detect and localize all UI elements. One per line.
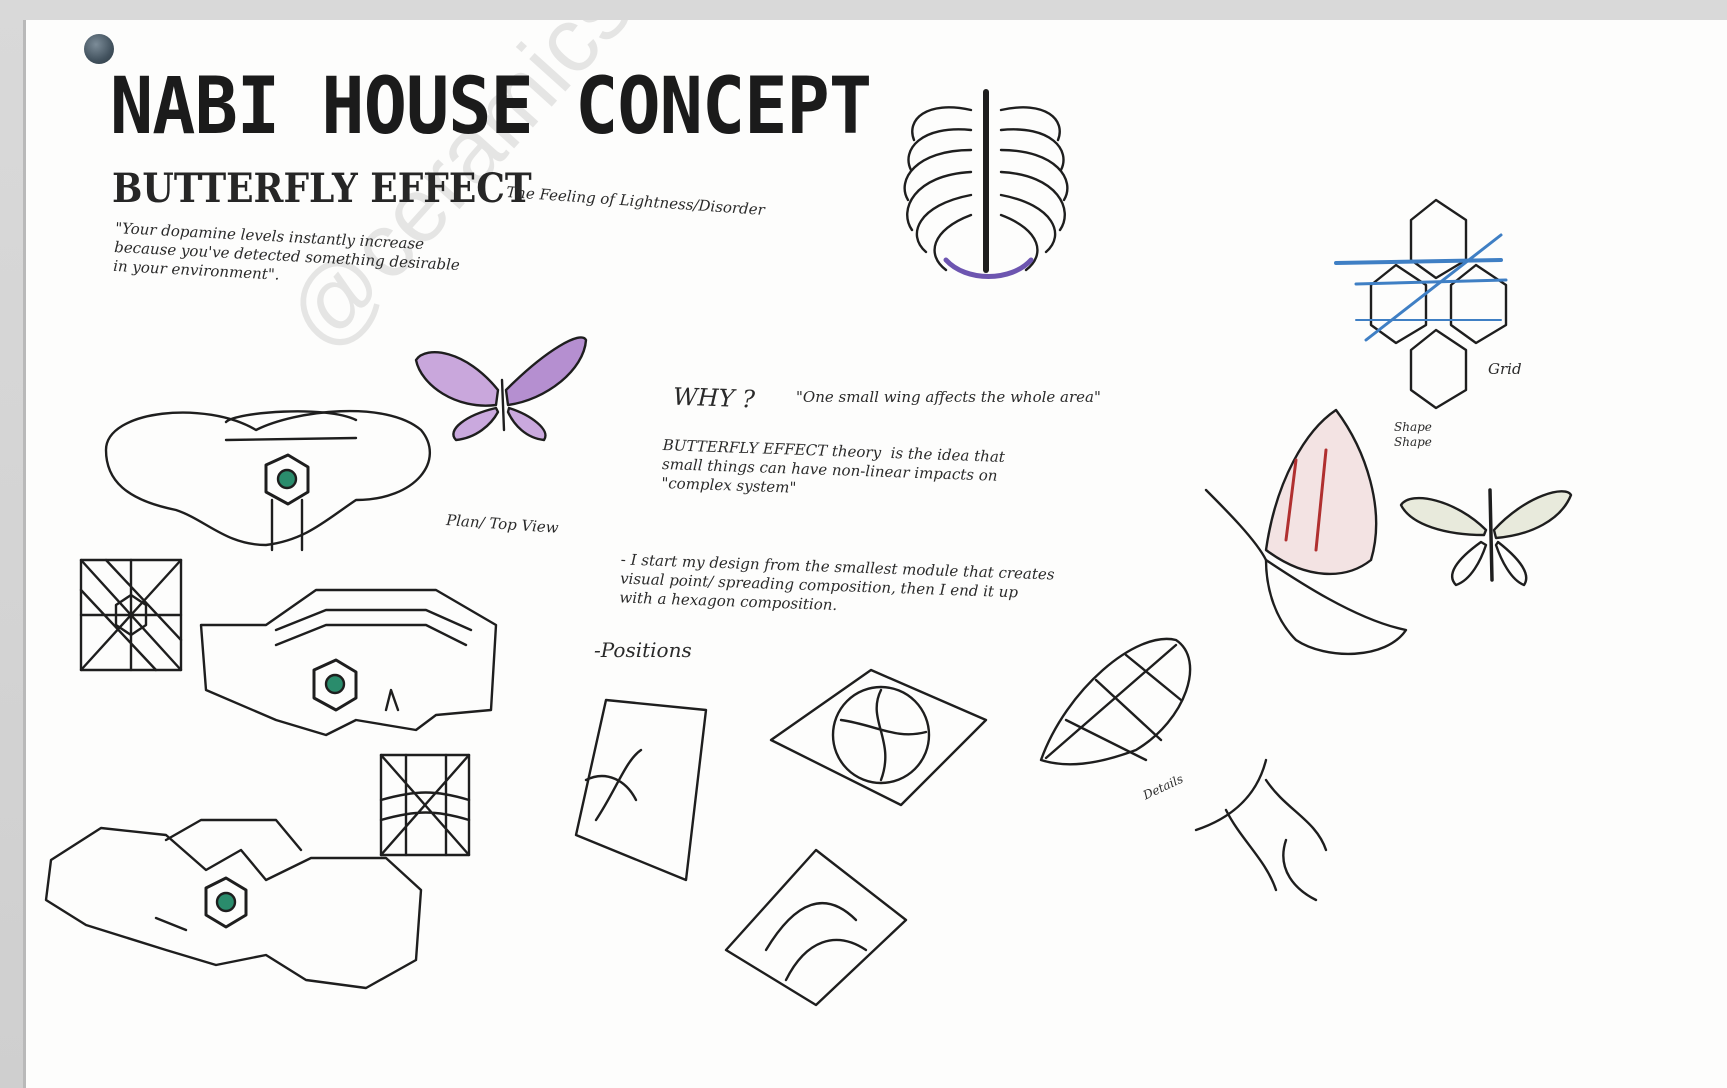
wing-detail-sketch [1041,639,1190,764]
ribcage-sketch [905,92,1068,277]
concept-sheet: @ceramicsteel NABI HOUSE CONCEPT BUTTERF… [26,20,1727,1088]
hexagon-composition-1 [201,590,496,735]
butterfly-dark-sketch [1401,490,1571,585]
butterfly-red-sketch [1206,410,1406,654]
hexagon-composition-2 [46,820,421,988]
butterfly-purple-sketch [416,337,586,440]
position-sketch-2 [771,670,986,805]
branch-detail-sketch [1196,760,1326,900]
sketch-drawings [26,20,1727,1088]
position-sketch-1 [576,700,706,880]
plan-top-view-sketch [106,411,430,550]
hatched-square-1 [81,560,181,670]
position-sketch-3 [726,850,906,1005]
hatched-square-2 [381,755,469,855]
hexagon-grid-sketch [1336,200,1506,408]
